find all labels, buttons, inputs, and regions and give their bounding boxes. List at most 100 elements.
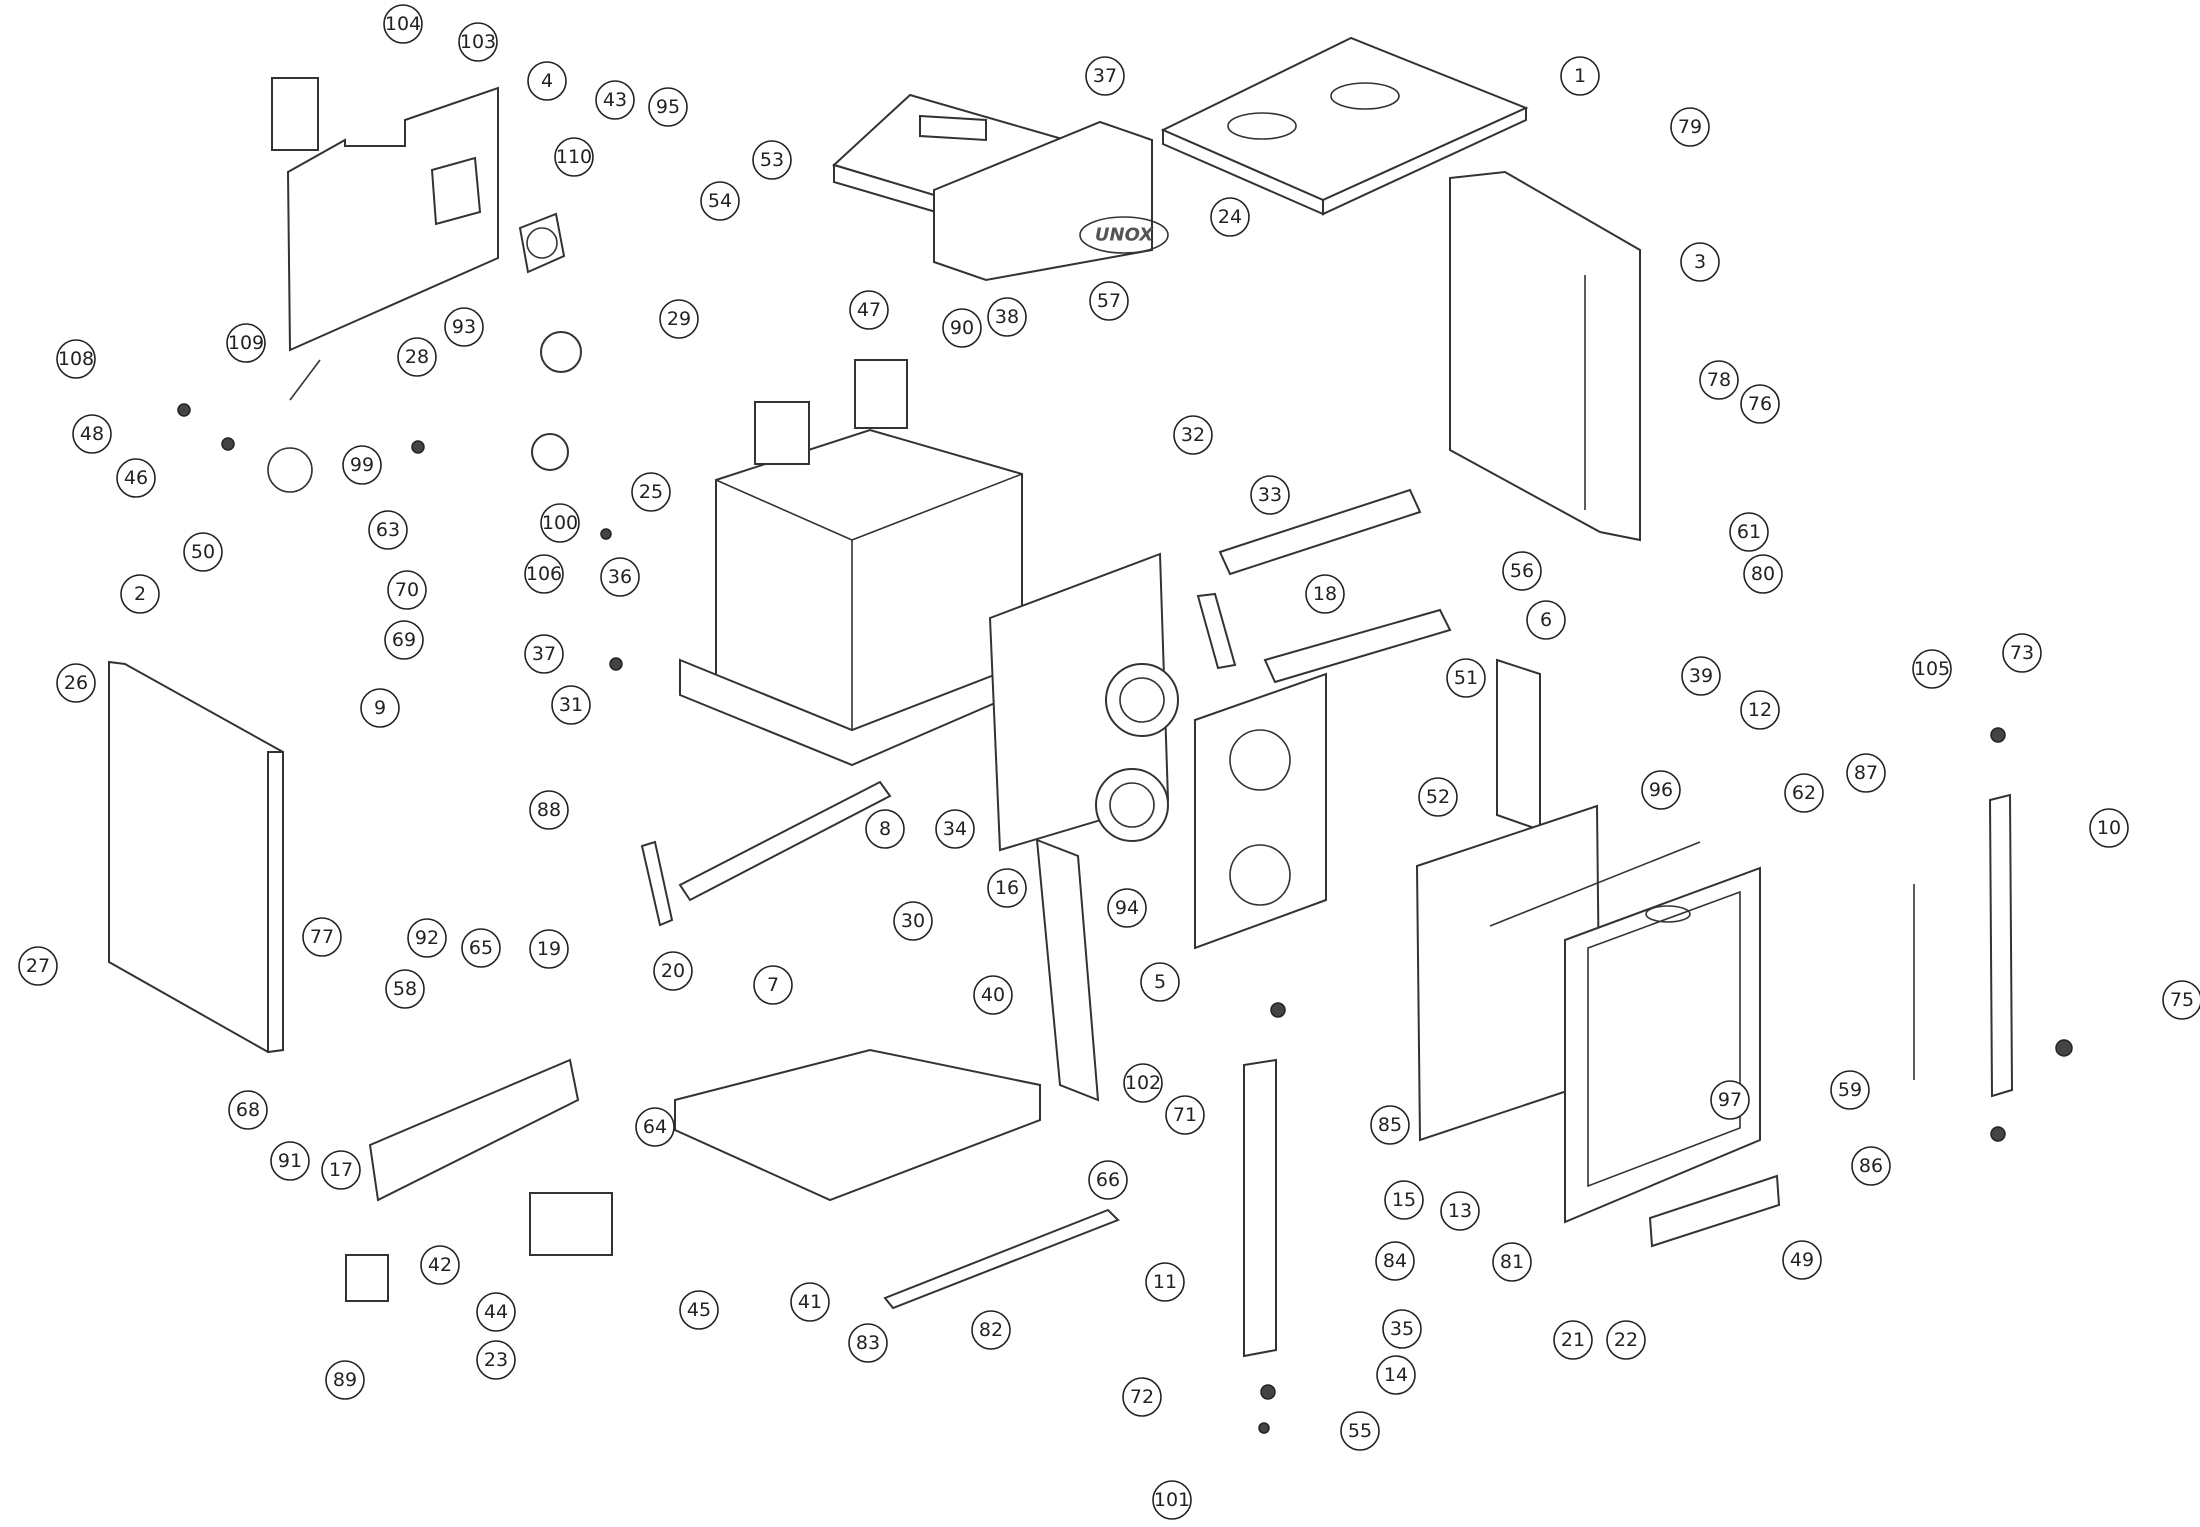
side-rack-left-part [1035, 838, 1100, 1102]
callout-circle [420, 1245, 460, 1285]
callout-circle [1382, 1309, 1422, 1349]
callout-number: 55 [1348, 1420, 1372, 1442]
callout-circle [387, 570, 427, 610]
callout-circle [529, 790, 569, 830]
callout-number: 29 [667, 308, 691, 330]
callout-number: 64 [643, 1116, 667, 1138]
callout-number: 13 [1448, 1200, 1472, 1222]
callout-number: 99 [350, 454, 374, 476]
callout-number: 3 [1694, 251, 1706, 273]
callout-number: 91 [278, 1150, 302, 1172]
callout-circle [1560, 56, 1600, 96]
callout-62: 62 [1784, 773, 1824, 813]
callout-14: 14 [1376, 1355, 1416, 1395]
callout-80: 80 [1743, 554, 1783, 594]
callout-circle [2002, 633, 2042, 673]
callout-20: 20 [653, 951, 693, 991]
callout-circle [1740, 384, 1780, 424]
callout-64: 64 [635, 1107, 675, 1147]
duct-lower-part [1263, 608, 1452, 684]
callout-58: 58 [385, 969, 425, 1009]
callout-number: 11 [1153, 1271, 1177, 1293]
callout-91: 91 [270, 1141, 310, 1181]
callout-number: 45 [687, 1299, 711, 1321]
callout-circle [1375, 1241, 1415, 1281]
callout-circle [524, 634, 564, 674]
callout-51: 51 [1446, 658, 1486, 698]
callout-99: 99 [342, 445, 382, 485]
callout-number: 25 [639, 481, 663, 503]
callout-54: 54 [700, 181, 740, 221]
control-board-part [529, 1192, 613, 1256]
callout-number: 103 [460, 31, 496, 53]
callout-30: 30 [893, 901, 933, 941]
callout-55: 55 [1340, 1411, 1380, 1451]
callout-circle [120, 574, 160, 614]
callout-26: 26 [56, 663, 96, 703]
callout-circle [1553, 1320, 1593, 1360]
callout-44: 44 [476, 1292, 516, 1332]
small-part-marker [2055, 1039, 2073, 1057]
callout-number: 104 [385, 13, 421, 35]
callout-76: 76 [1740, 384, 1780, 424]
brand-logo: UNOX [1095, 225, 1154, 246]
callout-circle [270, 1141, 310, 1181]
callout-72: 72 [1122, 1377, 1162, 1417]
callout-number: 2 [134, 583, 146, 605]
callout-33: 33 [1250, 475, 1290, 515]
callout-circle [368, 510, 408, 550]
callout-number: 90 [950, 317, 974, 339]
callout-circle [1492, 1242, 1532, 1282]
callout-circle [1173, 415, 1213, 455]
callout-32: 32 [1173, 415, 1213, 455]
callout-number: 6 [1540, 609, 1552, 631]
callout-circle [1440, 1191, 1480, 1231]
callout-number: 100 [542, 512, 578, 534]
callout-number: 19 [537, 938, 561, 960]
callout-106: 106 [524, 554, 564, 594]
callout-number: 86 [1859, 1155, 1883, 1177]
callout-circle [659, 299, 699, 339]
callout-37: 37 [1085, 56, 1125, 96]
electrical-plate-part [368, 1058, 580, 1202]
callout-number: 23 [484, 1349, 508, 1371]
callout-circle [554, 137, 594, 177]
transformer-part [345, 1254, 389, 1302]
callout-number: 20 [661, 960, 685, 982]
callout-circle [1784, 773, 1824, 813]
callout-circle [752, 140, 792, 180]
callout-24: 24 [1210, 197, 1250, 237]
callout-number: 28 [405, 346, 429, 368]
callout-circle [56, 339, 96, 379]
callout-circle [476, 1292, 516, 1332]
callout-1: 1 [1560, 56, 1600, 96]
callout-7: 7 [753, 965, 793, 1005]
small-part-marker [177, 403, 191, 417]
callout-circle [360, 688, 400, 728]
callout-37b: 37 [524, 634, 564, 674]
callout-number: 110 [556, 146, 592, 168]
callout-number: 33 [1258, 484, 1282, 506]
callout-number: 37 [1093, 65, 1117, 87]
deflector-part [678, 780, 892, 902]
callout-19: 19 [529, 929, 569, 969]
callout-circle [935, 809, 975, 849]
callout-12: 12 [1740, 690, 1780, 730]
callout-28: 28 [397, 337, 437, 377]
door-part [1564, 866, 1761, 1224]
callout-number: 15 [1392, 1189, 1416, 1211]
callout-circle [753, 965, 793, 1005]
fan-hood-part: UNOX [832, 93, 1169, 282]
cooling-fan-part [518, 212, 566, 274]
callout-circle [1851, 1146, 1891, 1186]
callout-47: 47 [849, 290, 889, 330]
callout-circle [1089, 281, 1129, 321]
callout-38: 38 [987, 297, 1027, 337]
callout-number: 95 [656, 96, 680, 118]
callout-circle [1376, 1355, 1416, 1395]
callout-27: 27 [18, 946, 58, 986]
callout-31: 31 [551, 685, 591, 725]
callout-circle [1830, 1070, 1870, 1110]
callout-number: 89 [333, 1369, 357, 1391]
small-part-marker [1270, 1002, 1286, 1018]
